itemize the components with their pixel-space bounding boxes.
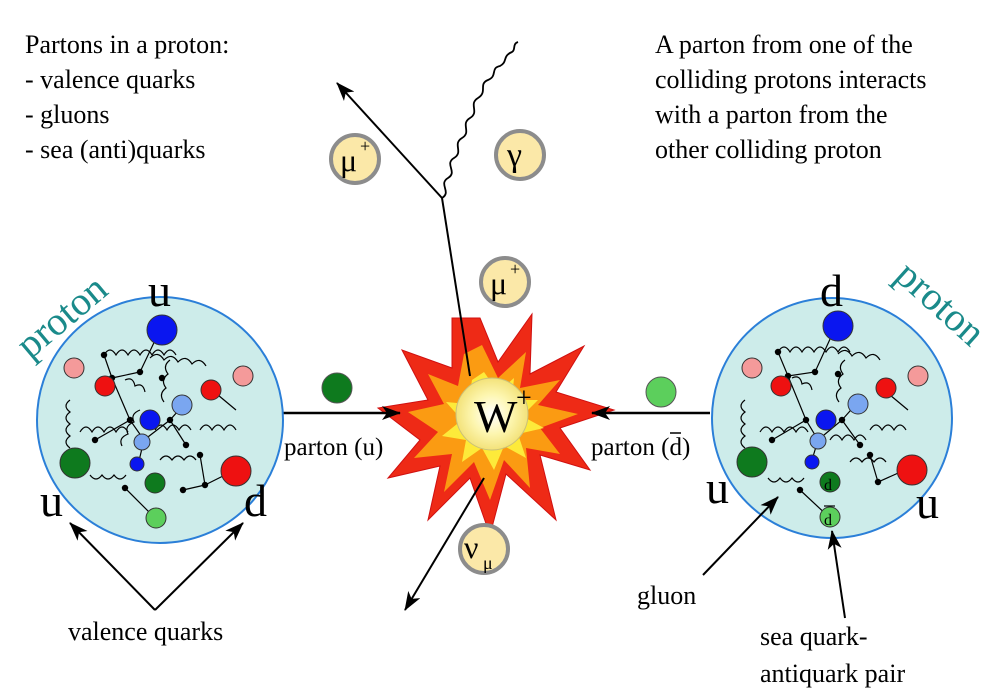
photon-badge: γ xyxy=(494,129,546,181)
neutrino-badge-flavor: μ xyxy=(483,553,493,573)
info-left-item: - sea (anti)quarks xyxy=(25,135,205,164)
info-left-item: - valence quarks xyxy=(25,65,195,94)
muon-badge-mid-charge: + xyxy=(510,259,520,279)
right-sea-quark xyxy=(875,377,897,399)
right-sea-quark xyxy=(770,375,792,397)
right-sea-antiquark-dbar xyxy=(819,506,841,528)
right-quark-d-top: d xyxy=(820,265,843,316)
parton-right-label-dbar: d xyxy=(669,434,682,461)
right-sea-quark-d xyxy=(819,471,841,493)
muon-badge-top: μ + xyxy=(329,133,381,185)
neutrino-track xyxy=(404,477,485,611)
parton-right-antiquark xyxy=(645,376,677,408)
left-sea-quark xyxy=(171,394,193,416)
w-boson-label: W xyxy=(474,391,518,442)
info-left-title: Partons in a proton: xyxy=(25,30,229,59)
sea-pair-arrow xyxy=(827,530,846,619)
right-gluon-lines xyxy=(740,346,907,483)
decay-lines xyxy=(336,41,519,611)
left-sea-quark xyxy=(139,409,161,431)
right-sea-quark xyxy=(804,454,820,470)
info-right-line: colliding protons interacts xyxy=(655,65,927,94)
right-quark-u-right: u xyxy=(916,477,939,528)
valence-label: valence quarks xyxy=(68,617,223,646)
left-sea-quark xyxy=(145,507,167,529)
left-sea-quark xyxy=(232,365,254,387)
left-quark-u-top: u xyxy=(148,265,171,316)
sea-pair-annotation: sea quark- antiquark pair xyxy=(760,530,905,688)
left-proton: proton xyxy=(7,265,284,544)
muon-badge-mid: μ + xyxy=(479,256,531,308)
photon-wavy-line xyxy=(441,41,519,199)
right-quark-balls xyxy=(736,310,929,528)
sea-pair-label-line2: antiquark pair xyxy=(760,659,905,688)
left-sea-quark xyxy=(129,456,145,472)
right-valence-quark-d-top xyxy=(822,310,854,342)
parton-right-label: parton (d) xyxy=(591,434,690,461)
gluon-annotation: gluon xyxy=(637,496,779,610)
muon-badge-top-charge: + xyxy=(360,136,370,156)
left-quark-u-left: u xyxy=(40,475,63,526)
left-sea-quark xyxy=(133,433,151,451)
left-sea-quark xyxy=(94,375,116,397)
right-valence-quark-u-right xyxy=(896,454,928,486)
info-right-line: A parton from one of the xyxy=(655,30,913,59)
info-left-item: - gluons xyxy=(25,100,110,129)
left-valence-quark-d-right xyxy=(220,455,252,487)
valence-annotation: valence quarks xyxy=(68,522,244,646)
muon-badge-top-symbol: μ xyxy=(340,142,357,178)
left-quark-balls xyxy=(59,314,254,529)
left-sea-quark xyxy=(200,379,222,401)
collision-explosion: W + xyxy=(376,312,616,537)
photon-badge-symbol: γ xyxy=(506,137,522,174)
right-sea-quark xyxy=(907,365,929,387)
left-sea-quark xyxy=(144,472,166,494)
info-right-line: other colliding proton xyxy=(655,135,882,164)
neutrino-badge: ν μ xyxy=(458,523,510,575)
muon-track-lower xyxy=(441,197,471,377)
info-left: Partons in a proton: - valence quarks - … xyxy=(25,30,229,164)
gluon-arrow xyxy=(702,496,779,576)
right-quark-u-left: u xyxy=(706,462,729,513)
w-boson-charge: + xyxy=(516,383,532,414)
right-sea-quark xyxy=(847,393,869,415)
gluon-label: gluon xyxy=(637,581,696,610)
right-sea-antiquark-label: d xyxy=(824,512,832,529)
right-sea-quark xyxy=(741,357,763,379)
right-sea-quark xyxy=(809,432,827,450)
parton-left-label: parton (u) xyxy=(284,434,383,461)
neutrino-badge-symbol: ν xyxy=(464,529,478,565)
info-right: A parton from one of the colliding proto… xyxy=(655,30,927,164)
right-valence-quark-u-left xyxy=(736,446,768,478)
parton-left-quark xyxy=(321,372,353,404)
parton-right: parton (d) xyxy=(591,376,710,461)
valence-arrow-left xyxy=(69,522,156,611)
info-right-line: with a parton from the xyxy=(655,100,888,129)
right-sea-quark-label: d xyxy=(824,477,832,494)
left-valence-quark-u-left xyxy=(59,447,91,479)
w-boson-circle xyxy=(455,377,529,451)
left-sea-quark xyxy=(63,357,85,379)
right-sea-quark xyxy=(815,409,837,431)
muon-badge-mid-symbol: μ xyxy=(490,265,507,301)
left-quark-d-right: d xyxy=(244,475,267,526)
parton-left: parton (u) xyxy=(281,372,401,461)
left-valence-quark-u-top xyxy=(146,314,178,346)
right-proton: proton xyxy=(706,251,995,539)
sea-pair-label-line1: sea quark- xyxy=(760,622,868,651)
valence-arrow-right xyxy=(154,522,244,611)
muon-track-upper xyxy=(336,82,443,199)
